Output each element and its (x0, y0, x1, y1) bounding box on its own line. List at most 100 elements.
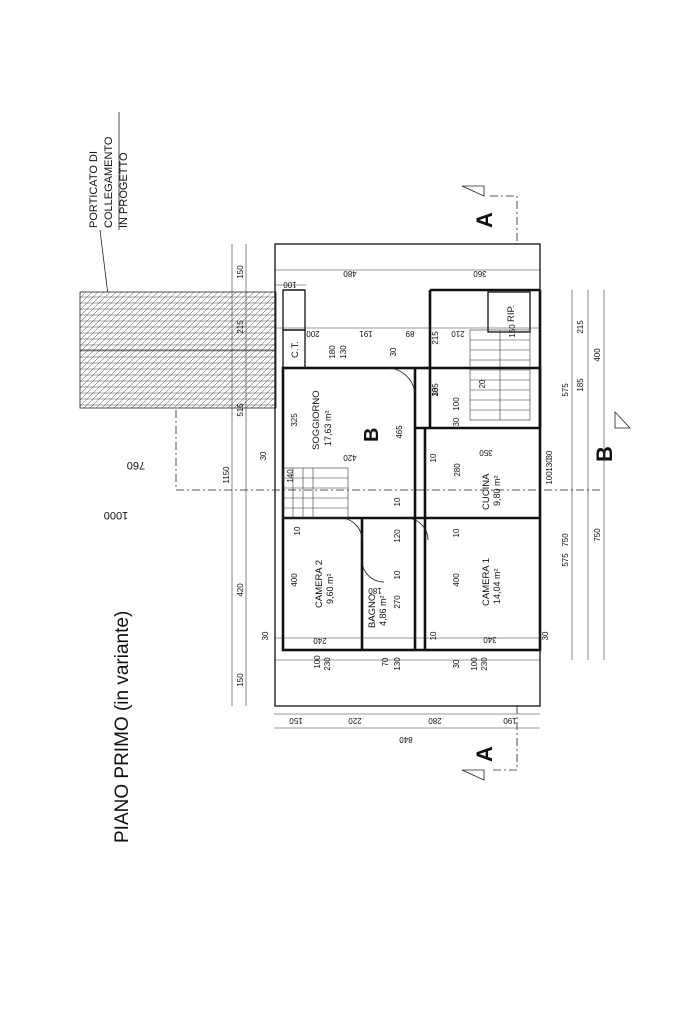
dim-right-a-3: 750 (561, 533, 570, 547)
dim-left-3: 1150 (222, 466, 231, 484)
room-area-camera-2: 9,60 m² (325, 573, 335, 604)
room-cucina: CUCINA 9,80 m² (481, 473, 502, 510)
dim-bottom-1: 220 (348, 716, 362, 725)
dim-interior-39: 400 (452, 573, 461, 587)
dim-interior-1: 191 (359, 329, 373, 338)
dim-outer-760: 760 (127, 459, 145, 471)
section-mark-a-bottom: A (472, 746, 497, 762)
room-camera-2: CAMERA 2 9,60 m² (314, 560, 335, 608)
plan-title: PIANO PRIMO (in variante) (112, 611, 133, 843)
dim-top-0: 100 (283, 280, 297, 289)
room-area-cucina: 9,80 m² (492, 475, 502, 506)
section-lines (175, 185, 631, 781)
dim-left-0: 150 (236, 265, 245, 279)
room-name-bagno: BAGNO (367, 594, 378, 628)
room-soggiorno: SOGGIORNO 17,63 m² (311, 390, 333, 450)
dim-interior-16: 185 (431, 383, 440, 397)
dim-interior-33: 130 (393, 657, 402, 671)
room-name-camera-2: CAMERA 2 (314, 560, 325, 608)
dim-interior-20: 280 (453, 463, 462, 477)
dim-interior-25: 30 (545, 450, 554, 459)
dim-top-2: 360 (473, 269, 487, 278)
dim-interior-44: 230 (480, 657, 489, 671)
dim-right-b-1: 750 (593, 528, 602, 542)
dim-interior-21: 350 (479, 448, 493, 457)
dim-interior-35: 270 (393, 595, 402, 609)
dim-interior-38: 10 (452, 528, 461, 537)
stairs (282, 329, 531, 519)
dim-interior-19: 30 (452, 417, 461, 426)
dim-interior-12: 140 (286, 469, 295, 483)
dim-bottom-2: 280 (428, 716, 442, 725)
dim-interior-42: 30 (452, 659, 461, 668)
dim-left-4: 420 (236, 583, 245, 597)
room-name-soggiorno: SOGGIORNO (311, 390, 322, 450)
dim-right-b-0: 400 (593, 348, 602, 362)
annotation-line-3: IN PROGETTO (118, 152, 130, 228)
dim-outer-1000: 1000 (104, 509, 128, 521)
room-area-bagno: 4,86 m² (378, 595, 388, 626)
dim-interior-8: 325 (290, 413, 299, 427)
dim-interior-10: 420 (343, 453, 357, 462)
dim-interior-5: 180 (328, 345, 337, 359)
dim-interior-18: 20 (478, 379, 487, 388)
dim-interior-9: 465 (395, 425, 404, 439)
room-bagno: BAGNO 4,86 m² (367, 594, 388, 628)
dim-interior-13: 10 (393, 497, 402, 506)
dim-interior-11: 30 (259, 451, 268, 460)
dim-interior-6: 130 (339, 345, 348, 359)
section-mark-a-top: A (472, 212, 497, 228)
dim-interior-41: 10 (429, 631, 438, 640)
dim-bottom-4: 840 (399, 735, 413, 744)
room-area-soggiorno: 17,63 m² (323, 410, 333, 446)
dim-interior-45: 30 (541, 631, 550, 640)
dim-interior-17: 100 (452, 397, 461, 411)
dim-bottom-3: 190 (503, 716, 517, 725)
doors (339, 367, 429, 583)
dim-bottom-0: 150 (289, 716, 303, 725)
annotation-line-2: COLLEGAMENTO (103, 136, 115, 228)
dim-interior-4: 150 (508, 324, 517, 338)
dim-interior-32: 70 (381, 657, 390, 666)
section-mark-b: B (592, 446, 617, 462)
dim-interior-23: 130 (545, 458, 554, 472)
dim-right-a-0: 215 (576, 320, 585, 334)
dim-interior-15: 215 (431, 331, 440, 345)
dim-interior-34: 180 (368, 586, 382, 595)
room-area-camera-1: 14,04 m² (492, 568, 502, 604)
dim-interior-3: 210 (451, 329, 465, 338)
dim-interior-30: 100 (313, 655, 322, 669)
dim-right-a-1: 185 (576, 378, 585, 392)
room-rip: RIP. (506, 305, 517, 322)
dim-interior-7: 30 (389, 347, 398, 356)
dim-interior-26: 10 (293, 526, 302, 535)
dimension-labels: 150 215 515 1150 420 150 760 1000 150 220 280 190 84… (104, 265, 602, 744)
dim-interior-43: 100 (470, 657, 479, 671)
dim-interior-22: 10 (429, 453, 438, 462)
dim-interior-28: 240 (313, 636, 327, 645)
dim-top-1: 480 (343, 269, 357, 278)
room-name-camera-1: CAMERA 1 (481, 558, 492, 606)
room-camera-1: CAMERA 1 14,04 m² (481, 558, 502, 606)
dim-interior-36: 120 (393, 529, 402, 543)
dim-interior-24: 100 (545, 471, 554, 485)
dim-left-5: 150 (236, 673, 245, 687)
room-ct: C.T. (290, 341, 301, 358)
dim-interior-37: 10 (393, 570, 402, 579)
dim-interior-0: 200 (306, 329, 320, 338)
soggiorno-letter: B (361, 428, 383, 442)
dim-interior-27: 400 (290, 573, 299, 587)
room-name-cucina: CUCINA (481, 473, 492, 510)
dim-right-a-4: 575 (561, 553, 570, 567)
dim-interior-2: 89 (405, 329, 414, 338)
dim-interior-29: 30 (261, 631, 270, 640)
dim-left-1: 215 (236, 320, 245, 334)
dimension-lines (231, 244, 605, 729)
dim-interior-14: 30 (431, 387, 440, 396)
annotation-line-1: PORTICATO DI (88, 151, 100, 228)
dim-interior-40: 340 (483, 635, 497, 644)
dim-right-a-2: 575 (561, 383, 570, 397)
dim-interior-31: 230 (323, 657, 332, 671)
dim-left-2: 515 (236, 403, 245, 417)
